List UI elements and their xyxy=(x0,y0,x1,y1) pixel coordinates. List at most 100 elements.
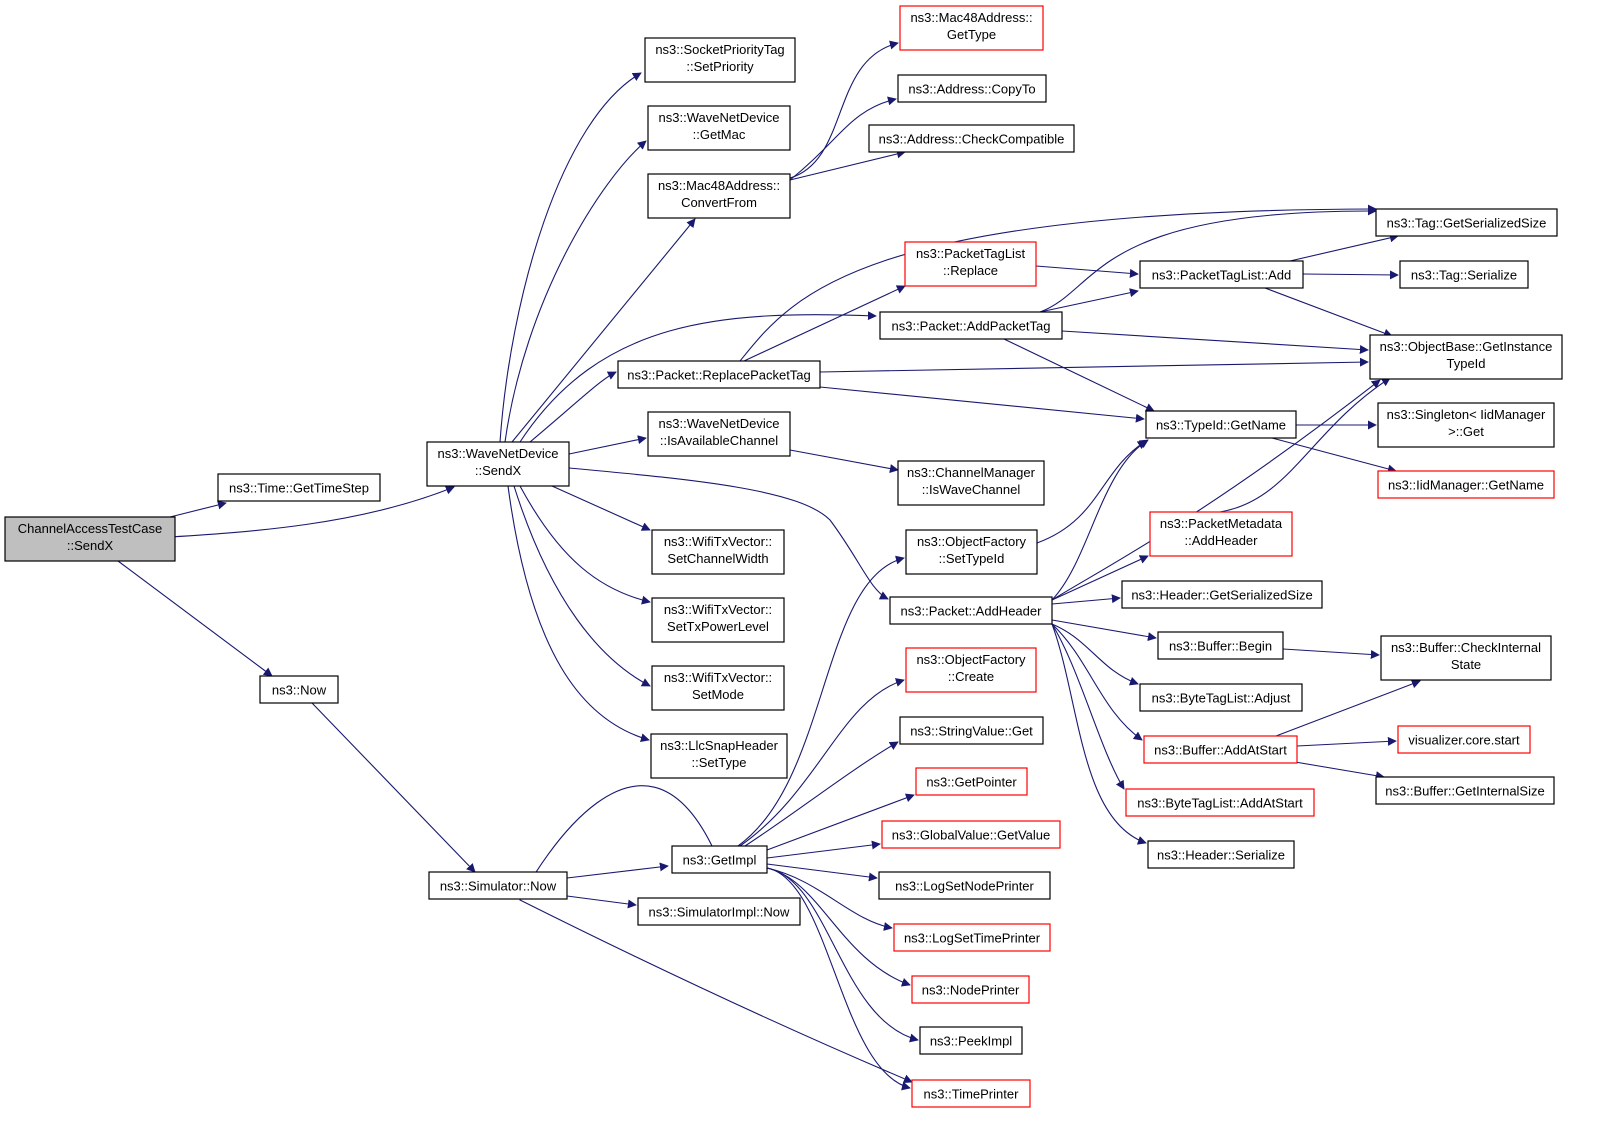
node-label: ns3::LlcSnapHeader xyxy=(660,738,778,753)
node-label: ns3::PeekImpl xyxy=(930,1034,1012,1049)
node-iid-getname[interactable]: ns3::IidManager::GetName xyxy=(1377,470,1555,499)
node-viz-start[interactable]: visualizer.core.start xyxy=(1397,725,1531,754)
node-wtv-power[interactable]: ns3::WifiTxVector::SetTxPowerLevel xyxy=(651,597,785,643)
node-mac48-convert[interactable]: ns3::Mac48Address::ConvertFrom xyxy=(647,173,791,219)
node-sockprio[interactable]: ns3::SocketPriorityTag::SetPriority xyxy=(644,37,796,83)
node-of-settypeid[interactable]: ns3::ObjectFactory::SetTypeId xyxy=(905,529,1038,575)
node-box xyxy=(878,871,1051,900)
node-btl-addatstart[interactable]: ns3::ByteTagList::AddAtStart xyxy=(1125,788,1315,817)
node-wtv-width[interactable]: ns3::WifiTxVector::SetChannelWidth xyxy=(651,529,785,575)
node-label: ::Replace xyxy=(943,263,998,278)
node-pm-addheader[interactable]: ns3::PacketMetadata::AddHeader xyxy=(1149,511,1293,557)
node-addr-checkcompat[interactable]: ns3::Address::CheckCompatible xyxy=(868,124,1075,153)
node-label: SetChannelWidth xyxy=(667,551,768,566)
node-gettimestep[interactable]: ns3::Time::GetTimeStep xyxy=(217,473,381,502)
edge-wtv_power xyxy=(519,485,651,605)
node-box xyxy=(1157,631,1284,660)
edge-logtimeprinter xyxy=(766,867,893,931)
node-peekimpl[interactable]: ns3::PeekImpl xyxy=(919,1026,1023,1055)
node-lognodeprinter[interactable]: ns3::LogSetNodePrinter xyxy=(878,871,1051,900)
node-strval-get[interactable]: ns3::StringValue::Get xyxy=(899,716,1044,745)
node-box xyxy=(1139,683,1303,712)
node-label: ns3::SocketPriorityTag xyxy=(655,42,784,57)
edge-tag_getsize3 xyxy=(1289,233,1399,262)
node-label: ns3::PacketMetadata xyxy=(1160,516,1283,531)
edge-lognodeprinter xyxy=(766,863,878,882)
node-label: ns3::Buffer::CheckInternal xyxy=(1391,640,1541,655)
node-label: ns3::Simulator::Now xyxy=(440,879,557,894)
node-label: ns3::WaveNetDevice xyxy=(438,446,559,461)
node-singleton[interactable]: ns3::Singleton< IidManager>::Get xyxy=(1377,402,1555,448)
node-label: ns3::Now xyxy=(272,683,327,698)
edge-viz_start xyxy=(1296,736,1397,747)
node-box xyxy=(217,473,381,502)
node-ptl-replace[interactable]: ns3::PacketTagList::Replace xyxy=(904,241,1037,287)
edge-typeid_replace xyxy=(819,386,1145,423)
node-buf-addatstart[interactable]: ns3::Buffer::AddAtStart xyxy=(1143,735,1298,764)
node-box xyxy=(893,923,1051,952)
edge-replacepkttag xyxy=(529,371,617,443)
edge-btl_addatstart xyxy=(1051,623,1125,790)
node-addheader[interactable]: ns3::Packet::AddHeader xyxy=(889,596,1053,625)
node-addr-copyto[interactable]: ns3::Address::CopyTo xyxy=(897,74,1047,103)
node-box xyxy=(1377,470,1555,499)
node-tag-serialize[interactable]: ns3::Tag::Serialize xyxy=(1399,260,1529,289)
edge-timeprinter xyxy=(766,867,911,1091)
node-label: ns3::TimePrinter xyxy=(924,1087,1020,1102)
node-buf-begin[interactable]: ns3::Buffer::Begin xyxy=(1157,631,1284,660)
node-wnd-getmac[interactable]: ns3::WaveNetDevice::GetMac xyxy=(647,105,791,151)
node-label: ns3::ObjectBase::GetInstance xyxy=(1380,339,1553,354)
node-replacepkttag[interactable]: ns3::Packet::ReplacePacketTag xyxy=(617,360,821,389)
node-label: ns3::StringValue::Get xyxy=(910,724,1033,739)
node-addpackettag[interactable]: ns3::Packet::AddPacketTag xyxy=(879,311,1063,340)
edge-sim_now xyxy=(311,702,476,873)
edge-strval_get xyxy=(744,741,899,847)
node-typeid-getname[interactable]: ns3::TypeId::GetName xyxy=(1145,410,1297,439)
edge-iid_getname xyxy=(1271,437,1397,474)
node-llcsnap[interactable]: ns3::LlcSnapHeader::SetType xyxy=(650,733,788,779)
node-hdr-getsize[interactable]: ns3::Header::GetSerializedSize xyxy=(1121,580,1323,609)
node-globalval[interactable]: ns3::GlobalValue::GetValue xyxy=(881,820,1061,849)
node-btl-adjust[interactable]: ns3::ByteTagList::Adjust xyxy=(1139,683,1303,712)
node-getpointer[interactable]: ns3::GetPointer xyxy=(915,767,1028,796)
node-box xyxy=(647,105,791,151)
node-nodeprinter[interactable]: ns3::NodePrinter xyxy=(911,975,1030,1004)
edge-wtv_mode xyxy=(513,485,651,687)
node-box xyxy=(1377,402,1555,448)
node-wtv-mode[interactable]: ns3::WifiTxVector::SetMode xyxy=(651,665,785,711)
node-chmgr[interactable]: ns3::ChannelManager::IsWaveChannel xyxy=(897,460,1045,506)
node-label: ns3::SimulatorImpl::Now xyxy=(649,905,790,920)
node-label: ns3::Buffer::Begin xyxy=(1169,639,1272,654)
node-wnd-sendx[interactable]: ns3::WaveNetDevice::SendX xyxy=(426,441,570,487)
node-root[interactable]: ChannelAccessTestCase::SendX xyxy=(4,516,176,562)
node-box xyxy=(904,241,1037,287)
node-hdr-serialize[interactable]: ns3::Header::Serialize xyxy=(1147,840,1295,869)
node-label: ns3::Singleton< IidManager xyxy=(1387,407,1546,422)
node-box xyxy=(651,597,785,643)
node-box xyxy=(899,5,1044,51)
node-ptl-add[interactable]: ns3::PacketTagList::Add xyxy=(1139,260,1304,289)
node-box xyxy=(637,897,801,926)
edge-objbase_pm xyxy=(1219,377,1391,513)
node-mac48-gettype[interactable]: ns3::Mac48Address::GetType xyxy=(899,5,1044,51)
node-label: ::GetMac xyxy=(693,127,746,142)
node-getimpl[interactable]: ns3::GetImpl xyxy=(671,845,768,874)
edge-simimpl_now xyxy=(566,895,637,909)
node-wnd-isavail[interactable]: ns3::WaveNetDevice::IsAvailableChannel xyxy=(647,411,791,457)
edge-pm_addheader xyxy=(1051,555,1149,601)
edge-ptl_add xyxy=(1035,265,1139,278)
node-box xyxy=(651,529,785,575)
edge-wnd_sendx xyxy=(169,485,455,538)
node-simimpl-now[interactable]: ns3::SimulatorImpl::Now xyxy=(637,897,801,926)
node-box xyxy=(899,716,1044,745)
node-tag-getsize[interactable]: ns3::Tag::GetSerializedSize xyxy=(1375,208,1558,237)
node-of-create[interactable]: ns3::ObjectFactory::Create xyxy=(905,647,1037,693)
node-timeprinter[interactable]: ns3::TimePrinter xyxy=(911,1079,1031,1108)
node-now[interactable]: ns3::Now xyxy=(259,675,339,704)
node-buf-getintsize[interactable]: ns3::Buffer::GetInternalSize xyxy=(1375,776,1555,805)
node-sim-now[interactable]: ns3::Simulator::Now xyxy=(428,871,568,900)
node-logtimeprinter[interactable]: ns3::LogSetTimePrinter xyxy=(893,923,1051,952)
